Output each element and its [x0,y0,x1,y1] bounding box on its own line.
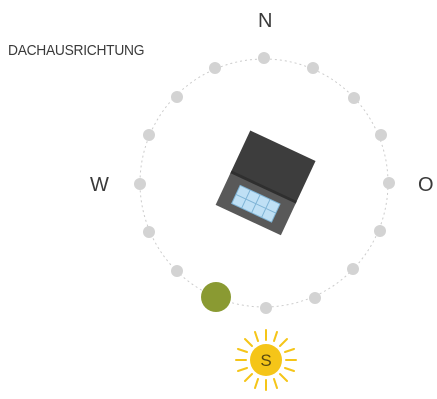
direction-dot-n[interactable] [258,52,270,64]
page-title: DACHAUSRICHTUNG [8,42,145,59]
compass-label-south: S [260,351,271,370]
direction-dot-ono[interactable] [375,129,387,141]
direction-dot-w[interactable] [134,178,146,190]
direction-dot-oso[interactable] [374,225,386,237]
roof-icon [215,130,316,236]
sun-core [250,344,282,376]
direction-dot-sw[interactable] [171,265,183,277]
direction-dot-wnw[interactable] [143,129,155,141]
direction-dot-wsw[interactable] [143,226,155,238]
compass-label-north: N [258,10,273,32]
direction-dot-nnw[interactable] [209,62,221,74]
direction-dot-o[interactable] [383,177,395,189]
sun-icon: S [235,329,297,391]
direction-dot-ssw-selected[interactable] [201,282,231,312]
direction-dot-s[interactable] [260,302,272,314]
compass-label-east: O [418,174,434,196]
direction-dot-nno[interactable] [307,62,319,74]
compass-label-west: W [90,174,109,196]
solar-panel-icon [231,184,281,223]
direction-dot-nw[interactable] [171,91,183,103]
direction-dot-so[interactable] [347,263,359,275]
direction-dot-sso[interactable] [309,292,321,304]
direction-dot-no[interactable] [348,92,360,104]
